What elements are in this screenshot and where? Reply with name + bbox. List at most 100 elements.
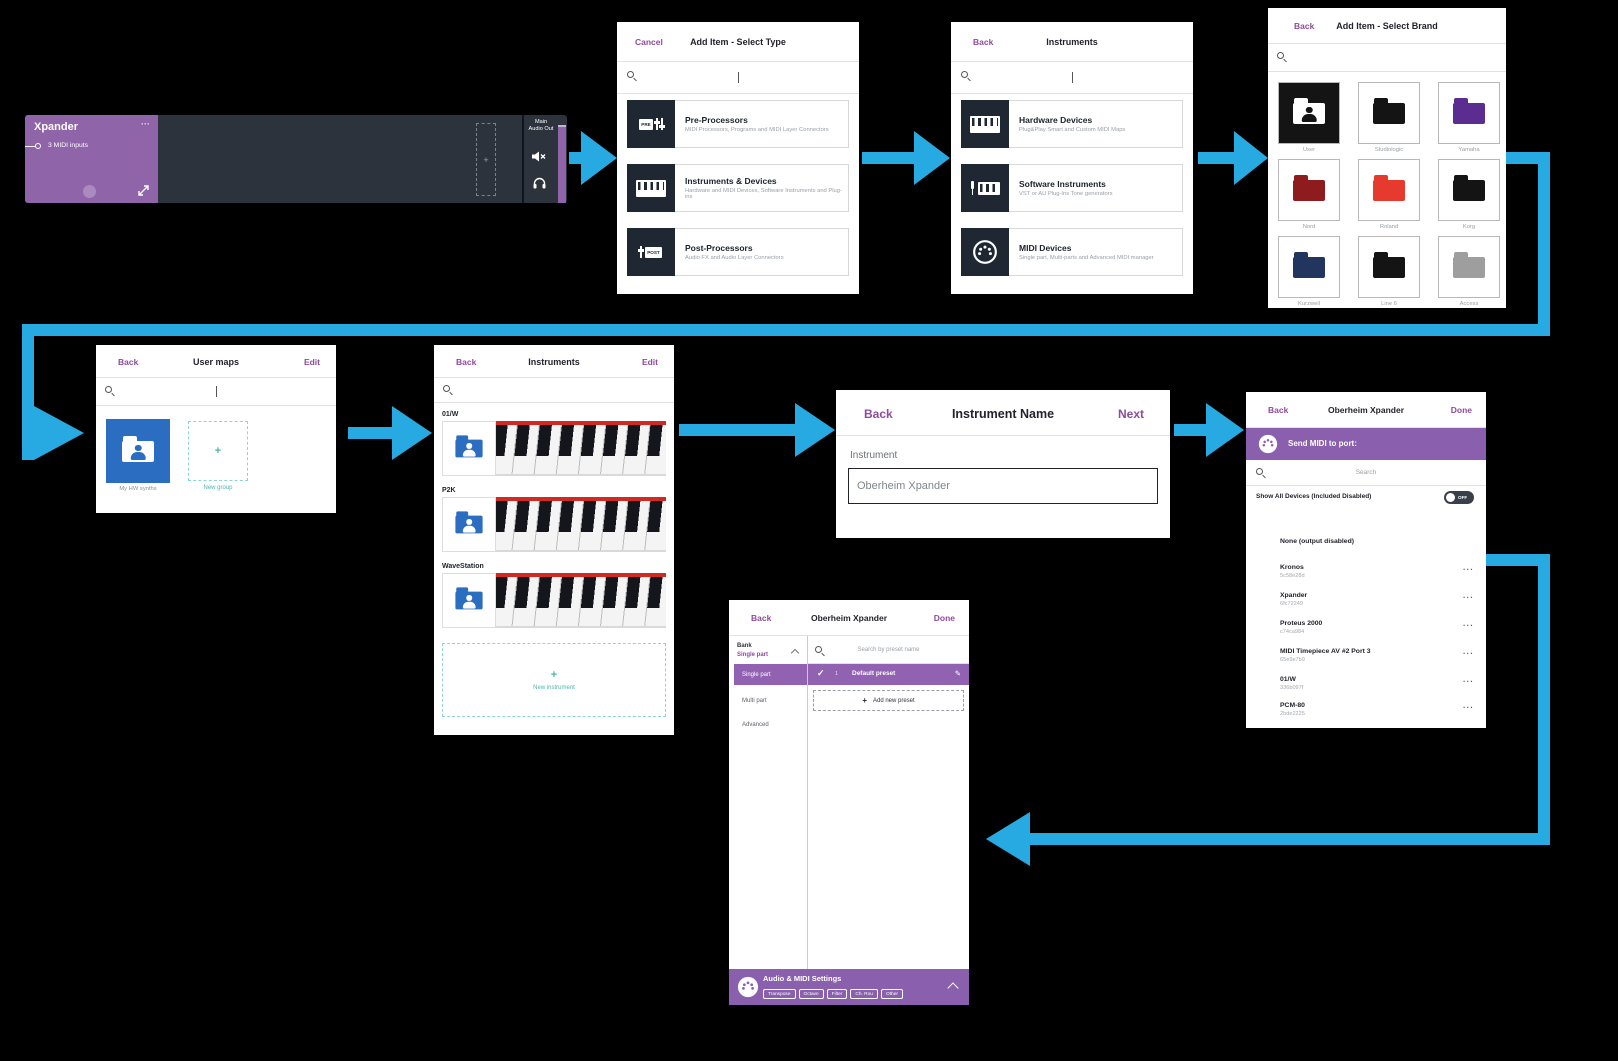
list-item-software-instruments[interactable]: Software Instruments VST or AU Plug-Ins …: [961, 164, 1183, 212]
back-button[interactable]: Back: [751, 613, 772, 623]
brand-tile-kurzweil[interactable]: Kurzweil: [1278, 236, 1340, 307]
cancel-button[interactable]: Cancel: [635, 37, 663, 47]
device-row-kronos[interactable]: Kronos 5c58e28d ···: [1246, 564, 1486, 584]
new-group-button[interactable]: +: [188, 421, 248, 481]
page-title: Oberheim Xpander: [810, 613, 888, 623]
headphones-icon[interactable]: [533, 177, 546, 189]
bank-value: Single part: [737, 652, 769, 658]
flow-arrow-4-seg2: [1538, 152, 1550, 336]
transpose-button[interactable]: Transpose: [763, 989, 796, 999]
done-button[interactable]: Done: [1450, 405, 1472, 415]
plus-icon: +: [550, 669, 558, 681]
search-icon: [105, 386, 112, 393]
list-item-midi-devices[interactable]: MIDI Devices Single part, Multi-parts an…: [961, 228, 1183, 276]
item-title: Hardware Devices: [1019, 114, 1093, 125]
list-item-hardware-devices[interactable]: Hardware Devices Plug&Play Smart and Cus…: [961, 100, 1183, 148]
text-cursor: [1072, 72, 1073, 83]
channel-routing-button[interactable]: Ch. Rou: [850, 989, 878, 999]
brand-tile-studiologic[interactable]: Studiologic: [1358, 82, 1420, 153]
keyboard-icon: [627, 164, 675, 212]
flow-arrow-4-head: [34, 406, 84, 460]
new-instrument-button[interactable]: + New instrument: [442, 643, 666, 717]
new-group-label: New group: [203, 485, 233, 491]
more-options-icon[interactable]: ···: [1463, 593, 1474, 602]
bank-item-label: Advanced: [742, 722, 769, 728]
preset-row-default[interactable]: ✓ 1 Default preset ✎: [808, 664, 969, 685]
edit-pencil-icon[interactable]: ✎: [954, 669, 961, 678]
group-tile-my-hw-synths[interactable]: My HW synths: [106, 419, 170, 492]
device-name: Xpander: [1280, 592, 1308, 599]
flow-arrow-3-bar: [1198, 152, 1234, 164]
speaker-muted-icon[interactable]: [532, 151, 546, 162]
folder-icon: [455, 511, 483, 534]
show-all-toggle[interactable]: OFF: [1444, 491, 1474, 504]
back-button[interactable]: Back: [1294, 21, 1315, 31]
brand-tile-nord[interactable]: Nord: [1278, 159, 1340, 230]
back-button[interactable]: Back: [973, 37, 994, 47]
more-options-icon[interactable]: ···: [1463, 649, 1474, 658]
brand-tile-roland[interactable]: Roland: [1358, 159, 1420, 230]
expand-panel-chevron-icon[interactable]: [947, 982, 959, 994]
show-all-devices-row: Show All Devices (Included Disabled) OFF: [1246, 486, 1486, 510]
item-desc: VST or AU Plug-Ins Tone generators: [1019, 191, 1113, 198]
more-options-icon[interactable]: ···: [141, 119, 150, 129]
edit-button[interactable]: Edit: [641, 357, 658, 367]
brand-tile-korg[interactable]: Korg: [1438, 159, 1500, 230]
bank-item-multi-part[interactable]: Multi part: [734, 692, 807, 710]
bank-item-advanced[interactable]: Advanced: [734, 716, 807, 734]
edit-button[interactable]: Edit: [303, 357, 320, 367]
filter-button[interactable]: Filter: [826, 989, 848, 999]
back-button[interactable]: Back: [864, 407, 893, 421]
add-new-preset-button[interactable]: + Add new preset: [813, 690, 964, 711]
search-icon: [1256, 468, 1263, 475]
instrument-name-input[interactable]: Oberheim Xpander: [848, 468, 1158, 504]
more-options-icon[interactable]: ···: [1463, 621, 1474, 630]
flow-arrow-7-bar: [1174, 424, 1206, 436]
octave-button[interactable]: Octave: [798, 989, 824, 999]
folder-icon: [1293, 174, 1325, 201]
list-item-instruments-devices[interactable]: Instruments & Devices Hardware and MIDI …: [627, 164, 849, 212]
device-row-none[interactable]: None (output disabled): [1246, 538, 1486, 554]
brand-tile-access[interactable]: Access: [1438, 236, 1500, 307]
instrument-row-01w[interactable]: [442, 421, 666, 476]
search-icon: [961, 71, 968, 78]
more-options-icon[interactable]: ···: [1463, 565, 1474, 574]
flow-arrow-6-head: [795, 403, 835, 457]
more-options-icon[interactable]: ···: [1463, 677, 1474, 686]
item-title: Post-Processors: [685, 242, 753, 253]
expand-icon[interactable]: [137, 184, 150, 197]
bank-item-single-part[interactable]: Single part: [734, 664, 807, 685]
instrument-card[interactable]: Xpander ··· 3 MIDI inputs: [25, 115, 158, 203]
device-row-proteus[interactable]: Proteus 2000 c74ca984 ···: [1246, 620, 1486, 640]
instrument-row-p2k[interactable]: [442, 497, 666, 552]
brand-tile-yamaha[interactable]: Yamaha: [1438, 82, 1500, 153]
back-button[interactable]: Back: [456, 357, 477, 367]
send-midi-banner: Send MIDI to port:: [1246, 428, 1486, 460]
page-title: Instruments: [1046, 37, 1098, 47]
flow-arrow-7-head: [1206, 403, 1244, 457]
other-button[interactable]: Other: [880, 989, 903, 999]
collapse-chevron-icon[interactable]: [790, 648, 800, 658]
back-button[interactable]: Back: [118, 357, 139, 367]
brand-tile-user[interactable]: User: [1278, 82, 1340, 153]
brand-tile-line6[interactable]: Line 6: [1358, 236, 1420, 307]
volume-fader[interactable]: [558, 125, 566, 203]
done-button[interactable]: Done: [933, 613, 955, 623]
level-knob[interactable]: [83, 185, 96, 198]
device-row-xpander[interactable]: Xpander 6fc72249 ···: [1246, 592, 1486, 612]
instrument-row-wavestation[interactable]: [442, 573, 666, 628]
item-title: Pre-Processors: [685, 114, 748, 125]
device-row-01w[interactable]: 01/W 336b097f ···: [1246, 676, 1486, 696]
list-item-post-processors[interactable]: POST Post-Processors Audio FX and Audio …: [627, 228, 849, 276]
back-button[interactable]: Back: [1268, 405, 1289, 415]
list-item-pre-processors[interactable]: PRE Pre-Processors MIDI Processors, Prog…: [627, 100, 849, 148]
search-placeholder[interactable]: Search by preset name: [857, 647, 920, 653]
audio-midi-settings-bar[interactable]: Audio & MIDI Settings Transpose Octave F…: [729, 969, 969, 1005]
next-button[interactable]: Next: [1117, 407, 1144, 421]
device-row-timepiece[interactable]: MIDI Timepiece AV #2 Port 3 65e9e7b9 ···: [1246, 648, 1486, 668]
device-row-pcm80[interactable]: PCM-80 2bde2225 ···: [1246, 702, 1486, 722]
search-placeholder[interactable]: Search: [1355, 469, 1377, 476]
node-line: [25, 146, 36, 148]
more-options-icon[interactable]: ···: [1463, 703, 1474, 712]
add-slot[interactable]: +: [476, 123, 496, 196]
